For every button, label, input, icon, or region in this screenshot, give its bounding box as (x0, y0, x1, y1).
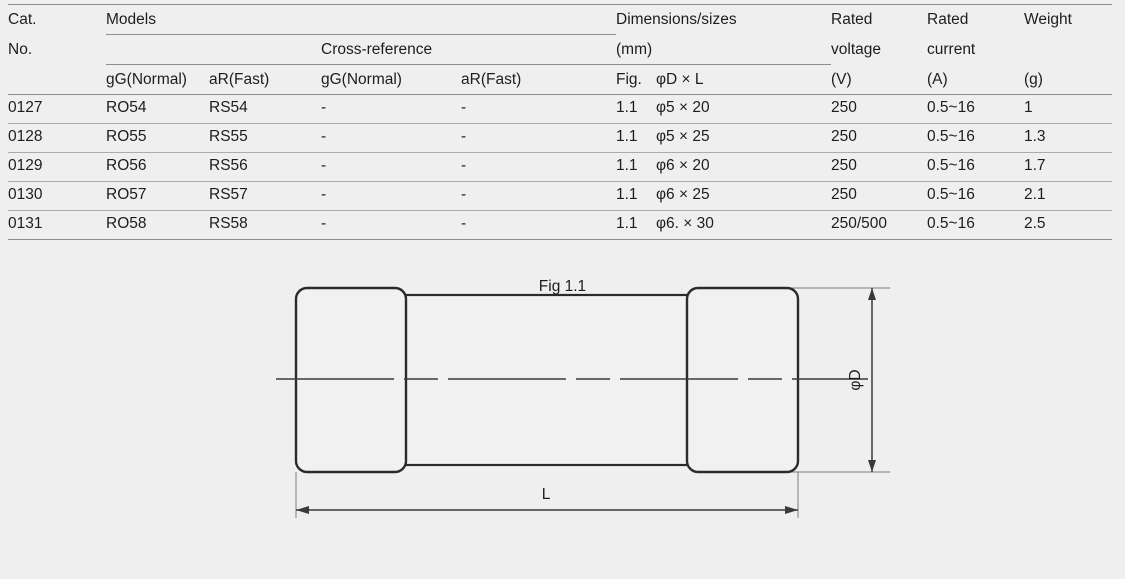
cell-rated-voltage: 250 (831, 94, 927, 124)
table-header-row-2: No. Cross-reference (mm) voltage current (8, 34, 1112, 65)
cell-rated-current: 0.5~16 (927, 181, 1024, 211)
table-row: 0128 RO55 RS55 - - 1.1 φ5 × 25 250 0.5~1… (8, 123, 1112, 153)
cell-fig: 1.1 (616, 181, 656, 211)
cell-rated-current: 0.5~16 (927, 94, 1024, 124)
cell-models-gg: RO58 (106, 210, 209, 240)
header-models-spacer (106, 34, 321, 65)
fuse-specification-table: Cat. Models Dimensions/sizes Rated Rated… (8, 4, 1112, 240)
cell-cat-no: 0130 (8, 181, 106, 211)
cell-weight: 1.3 (1024, 123, 1112, 153)
cell-xref-ar: - (461, 123, 616, 153)
header-cat-no-line1: Cat. (8, 4, 106, 35)
table-row: 0129 RO56 RS56 - - 1.1 φ6 × 20 250 0.5~1… (8, 152, 1112, 182)
diameter-label: φD (847, 369, 864, 390)
cell-rated-current: 0.5~16 (927, 152, 1024, 182)
table-row: 0130 RO57 RS57 - - 1.1 φ6 × 25 250 0.5~1… (8, 181, 1112, 211)
cell-diameter-length: φ5 × 25 (656, 123, 831, 153)
cell-cat-no: 0127 (8, 94, 106, 124)
cell-weight: 2.1 (1024, 181, 1112, 211)
header-cross-reference-group: Cross-reference (321, 34, 616, 65)
header-rated-voltage-line2: voltage (831, 40, 881, 58)
header-cat-no-spacer (8, 64, 106, 95)
header-rated-current-line1: Rated (927, 4, 1024, 35)
header-rated-voltage-line1: Rated (831, 4, 927, 35)
cell-diameter-length: φ6 × 25 (656, 181, 831, 211)
cell-models-ar: RS54 (209, 94, 321, 124)
header-diameter-length: φD × L (656, 64, 831, 95)
cell-fig: 1.1 (616, 123, 656, 153)
header-fig: Fig. (616, 64, 656, 95)
header-rated-current-unit: (A) (927, 64, 1024, 95)
cell-diameter-length: φ6 × 20 (656, 152, 831, 182)
cell-models-ar: RS57 (209, 181, 321, 211)
fuse-end-cap-right (685, 286, 800, 474)
header-rated-current-line2: current (927, 40, 976, 58)
table-row: 0127 RO54 RS54 - - 1.1 φ5 × 20 250 0.5~1… (8, 94, 1112, 124)
cell-rated-voltage: 250 (831, 123, 927, 153)
diameter-arrow-bottom (868, 460, 876, 472)
cell-xref-gg: - (321, 210, 461, 240)
cell-models-ar: RS58 (209, 210, 321, 240)
cell-xref-ar: - (461, 94, 616, 124)
cell-xref-gg: - (321, 152, 461, 182)
cell-models-gg: RO55 (106, 123, 209, 153)
diameter-arrow-top (868, 288, 876, 300)
header-xref-ar: aR(Fast) (461, 64, 616, 95)
cell-xref-ar: - (461, 152, 616, 182)
cell-rated-voltage: 250 (831, 152, 927, 182)
cell-cat-no: 0129 (8, 152, 106, 182)
cell-models-ar: RS55 (209, 123, 321, 153)
cell-xref-ar: - (461, 181, 616, 211)
cell-rated-current: 0.5~16 (927, 210, 1024, 240)
header-xref-gg: gG(Normal) (321, 64, 461, 95)
cell-models-gg: RO54 (106, 94, 209, 124)
cell-models-ar: RS56 (209, 152, 321, 182)
fuse-body-tube (398, 293, 694, 467)
header-cat-no-line2: No. (8, 40, 33, 58)
table-row: 0131 RO58 RS58 - - 1.1 φ6. × 30 250/500 … (8, 210, 1112, 240)
cell-weight: 2.5 (1024, 210, 1112, 240)
cell-cat-no: 0131 (8, 210, 106, 240)
header-dimensions-line2: (mm) (616, 34, 831, 65)
length-arrow-left (296, 506, 309, 514)
cell-xref-gg: - (321, 181, 461, 211)
cell-models-gg: RO57 (106, 181, 209, 211)
cell-rated-current: 0.5~16 (927, 123, 1024, 153)
cell-cat-no: 0128 (8, 123, 106, 153)
cell-xref-gg: - (321, 123, 461, 153)
header-weight-spacer (1024, 35, 1112, 65)
header-dimensions-line1: Dimensions/sizes (616, 4, 831, 35)
cell-weight: 1.7 (1024, 152, 1112, 182)
fuse-dimension-drawing: φD L (0, 258, 1125, 579)
table-header-row-3: gG(Normal) aR(Fast) gG(Normal) aR(Fast) … (8, 64, 1112, 95)
header-models-gg: gG(Normal) (106, 64, 209, 95)
fuse-end-cap-left (294, 286, 408, 474)
table-header-row-1: Cat. Models Dimensions/sizes Rated Rated… (8, 4, 1112, 35)
header-rated-voltage-unit: (V) (831, 64, 927, 95)
cell-weight: 1 (1024, 94, 1112, 124)
length-label: L (542, 486, 551, 503)
cell-diameter-length: φ5 × 20 (656, 94, 831, 124)
header-models-ar: aR(Fast) (209, 64, 321, 95)
header-models-group: Models (106, 4, 616, 35)
header-weight: Weight (1024, 4, 1112, 35)
header-weight-unit: (g) (1024, 64, 1112, 95)
cell-xref-gg: - (321, 94, 461, 124)
cell-diameter-length: φ6. × 30 (656, 210, 831, 240)
figure-caption: Fig 1.1 (538, 278, 587, 295)
cell-xref-ar: - (461, 210, 616, 240)
cell-models-gg: RO56 (106, 152, 209, 182)
cell-rated-voltage: 250 (831, 181, 927, 211)
cell-rated-voltage: 250/500 (831, 210, 927, 240)
cell-fig: 1.1 (616, 152, 656, 182)
length-arrow-right (785, 506, 798, 514)
cell-fig: 1.1 (616, 94, 656, 124)
cell-fig: 1.1 (616, 210, 656, 240)
